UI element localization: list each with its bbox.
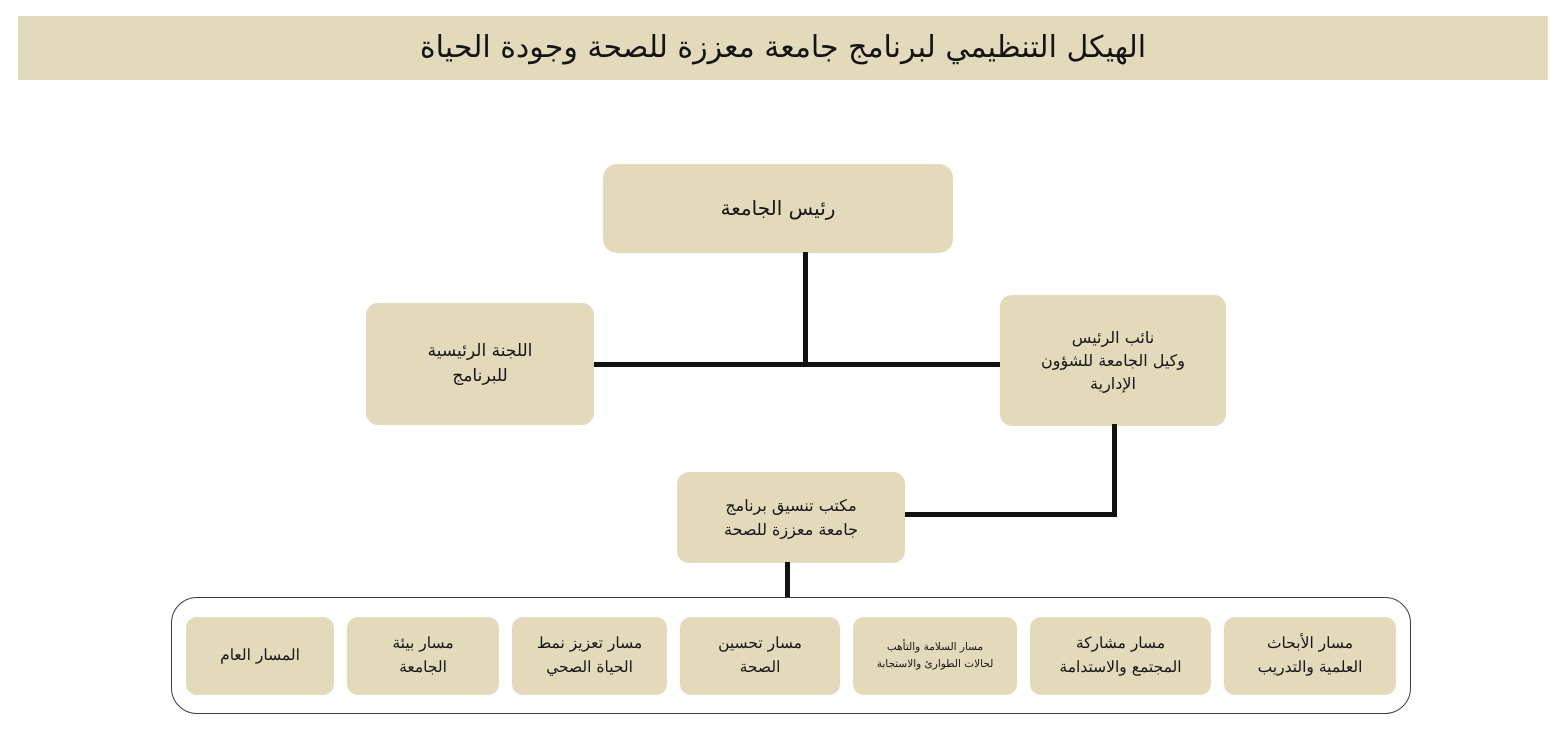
connector-vice-president-vertical [1112, 424, 1117, 516]
connector-vice-president-horizontal [903, 512, 1117, 517]
connector-level2-horizontal [594, 362, 1012, 367]
node-vice-president-label: نائب الرئيس وكيل الجامعة للشؤون الإدارية [1040, 327, 1186, 394]
track-general[interactable]: المسار العام [186, 616, 334, 695]
node-coordination-office-label: مكتب تنسيق برنامج جامعة معززة للصحة [724, 496, 858, 539]
chart-title-band: الهيكل التنظيمي لبرنامج جامعة معززة للصح… [18, 16, 1548, 80]
node-coordination-office[interactable]: مكتب تنسيق برنامج جامعة معززة للصحة [677, 472, 905, 563]
track-environment[interactable]: مسار بيئة الجامعة [347, 616, 499, 695]
track-general-label: المسار العام [220, 645, 300, 664]
track-safety-emergency-label: مسار السلامة والتأهب لحالات الطوارئ والا… [876, 640, 994, 670]
track-community-sustainability[interactable]: مسار مشاركة المجتمع والاستدامة [1030, 616, 1211, 695]
track-research-training[interactable]: مسار الأبحاث العلمية والتدريب [1224, 616, 1396, 695]
page-title: الهيكل التنظيمي لبرنامج جامعة معززة للصح… [419, 30, 1147, 65]
connector-president-vertical [803, 252, 808, 365]
track-research-training-label: مسار الأبحاث العلمية والتدريب [1257, 634, 1363, 676]
track-community-sustainability-label: مسار مشاركة المجتمع والاستدامة [1059, 634, 1182, 676]
track-healthy-lifestyle[interactable]: مسار تعزيز نمط الحياة الصحي [512, 616, 667, 695]
node-main-committee[interactable]: اللجنة الرئيسية للبرنامج [366, 303, 594, 425]
node-president[interactable]: رئيس الجامعة [603, 164, 953, 253]
node-main-committee-label: اللجنة الرئيسية للبرنامج [427, 341, 533, 386]
track-health-improvement-label: مسار تحسين الصحة [718, 634, 802, 676]
tracks-row: المسار العام مسار بيئة الجامعة مسار تعزي… [171, 597, 1411, 714]
track-environment-label: مسار بيئة الجامعة [392, 634, 454, 676]
node-president-label: رئيس الجامعة [720, 196, 836, 220]
node-vice-president[interactable]: نائب الرئيس وكيل الجامعة للشؤون الإدارية [1000, 295, 1226, 426]
connector-office-vertical [785, 562, 790, 600]
track-healthy-lifestyle-label: مسار تعزيز نمط الحياة الصحي [536, 634, 643, 676]
track-health-improvement[interactable]: مسار تحسين الصحة [680, 616, 840, 695]
track-safety-emergency[interactable]: مسار السلامة والتأهب لحالات الطوارئ والا… [853, 616, 1017, 695]
